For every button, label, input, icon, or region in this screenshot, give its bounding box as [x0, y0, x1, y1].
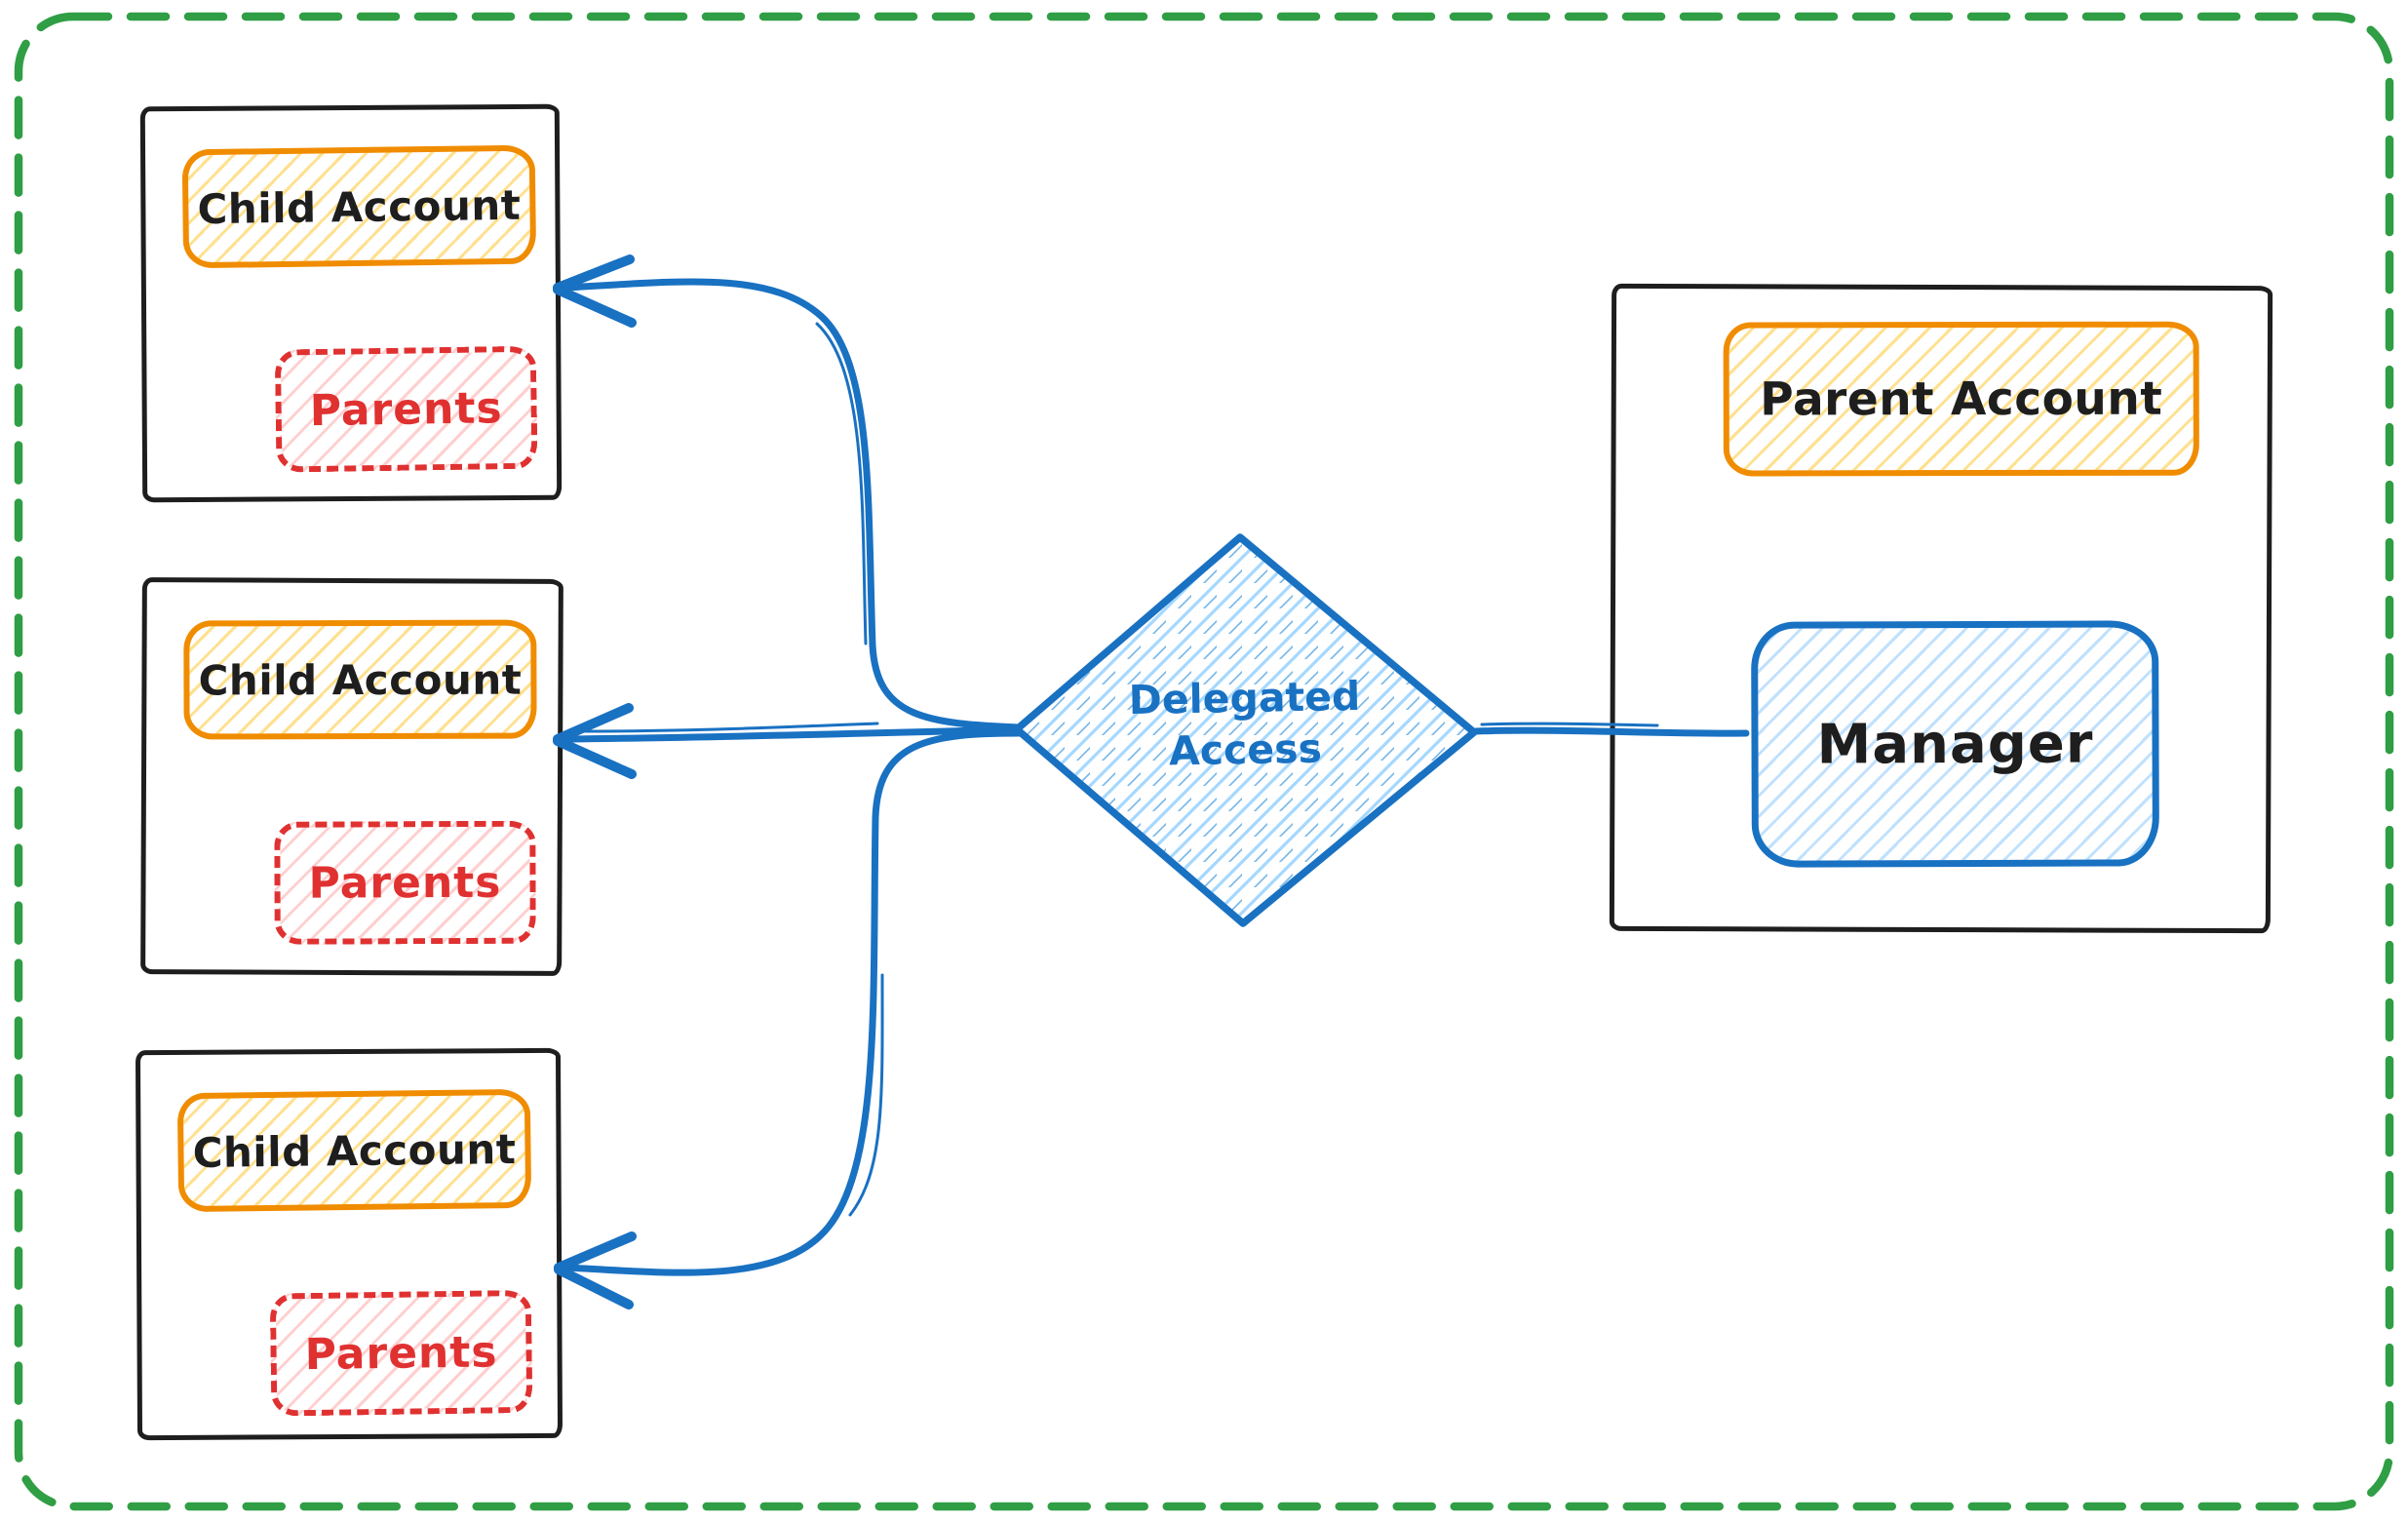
parents-box-3: Parents [269, 1289, 533, 1417]
manager-label: Manager [1816, 712, 2094, 777]
delegated-access-line2: Access [1168, 724, 1323, 775]
arrow-delegated-to-child-3 [554, 729, 1023, 1309]
parent-account-label: Parent Account [1723, 321, 2199, 477]
child-account-title-1: Child Account [197, 180, 522, 233]
delegated-access-line1: Delegated [1128, 672, 1361, 724]
child-account-box-1: Child Account Parents [139, 103, 563, 503]
child-account-title-2: Child Account [198, 655, 523, 704]
child-account-title-3: Child Account [192, 1124, 517, 1177]
parents-label-1: Parents [309, 382, 503, 436]
parent-account-title: Parent Account [1760, 371, 2163, 426]
child-account-box-2: Child Account Parents [140, 577, 563, 976]
arrow-delegated-to-child-2 [553, 703, 1023, 779]
child-account-label-2: Child Account [183, 619, 537, 740]
arrow-delegated-to-child-1 [553, 254, 1023, 731]
parents-box-1: Parents [274, 345, 538, 473]
delegated-access-label: Delegated Access [1049, 670, 1441, 781]
child-account-box-3: Child Account Parents [135, 1047, 563, 1441]
parents-label-2: Parents [308, 857, 502, 909]
parents-label-3: Parents [304, 1326, 498, 1380]
parent-account-box: Parent Account Manager [1609, 283, 2273, 934]
parents-box-2: Parents [274, 820, 536, 945]
child-account-label-1: Child Account [181, 144, 537, 269]
manager-box: Manager [1751, 620, 2159, 868]
child-account-label-3: Child Account [176, 1088, 532, 1213]
